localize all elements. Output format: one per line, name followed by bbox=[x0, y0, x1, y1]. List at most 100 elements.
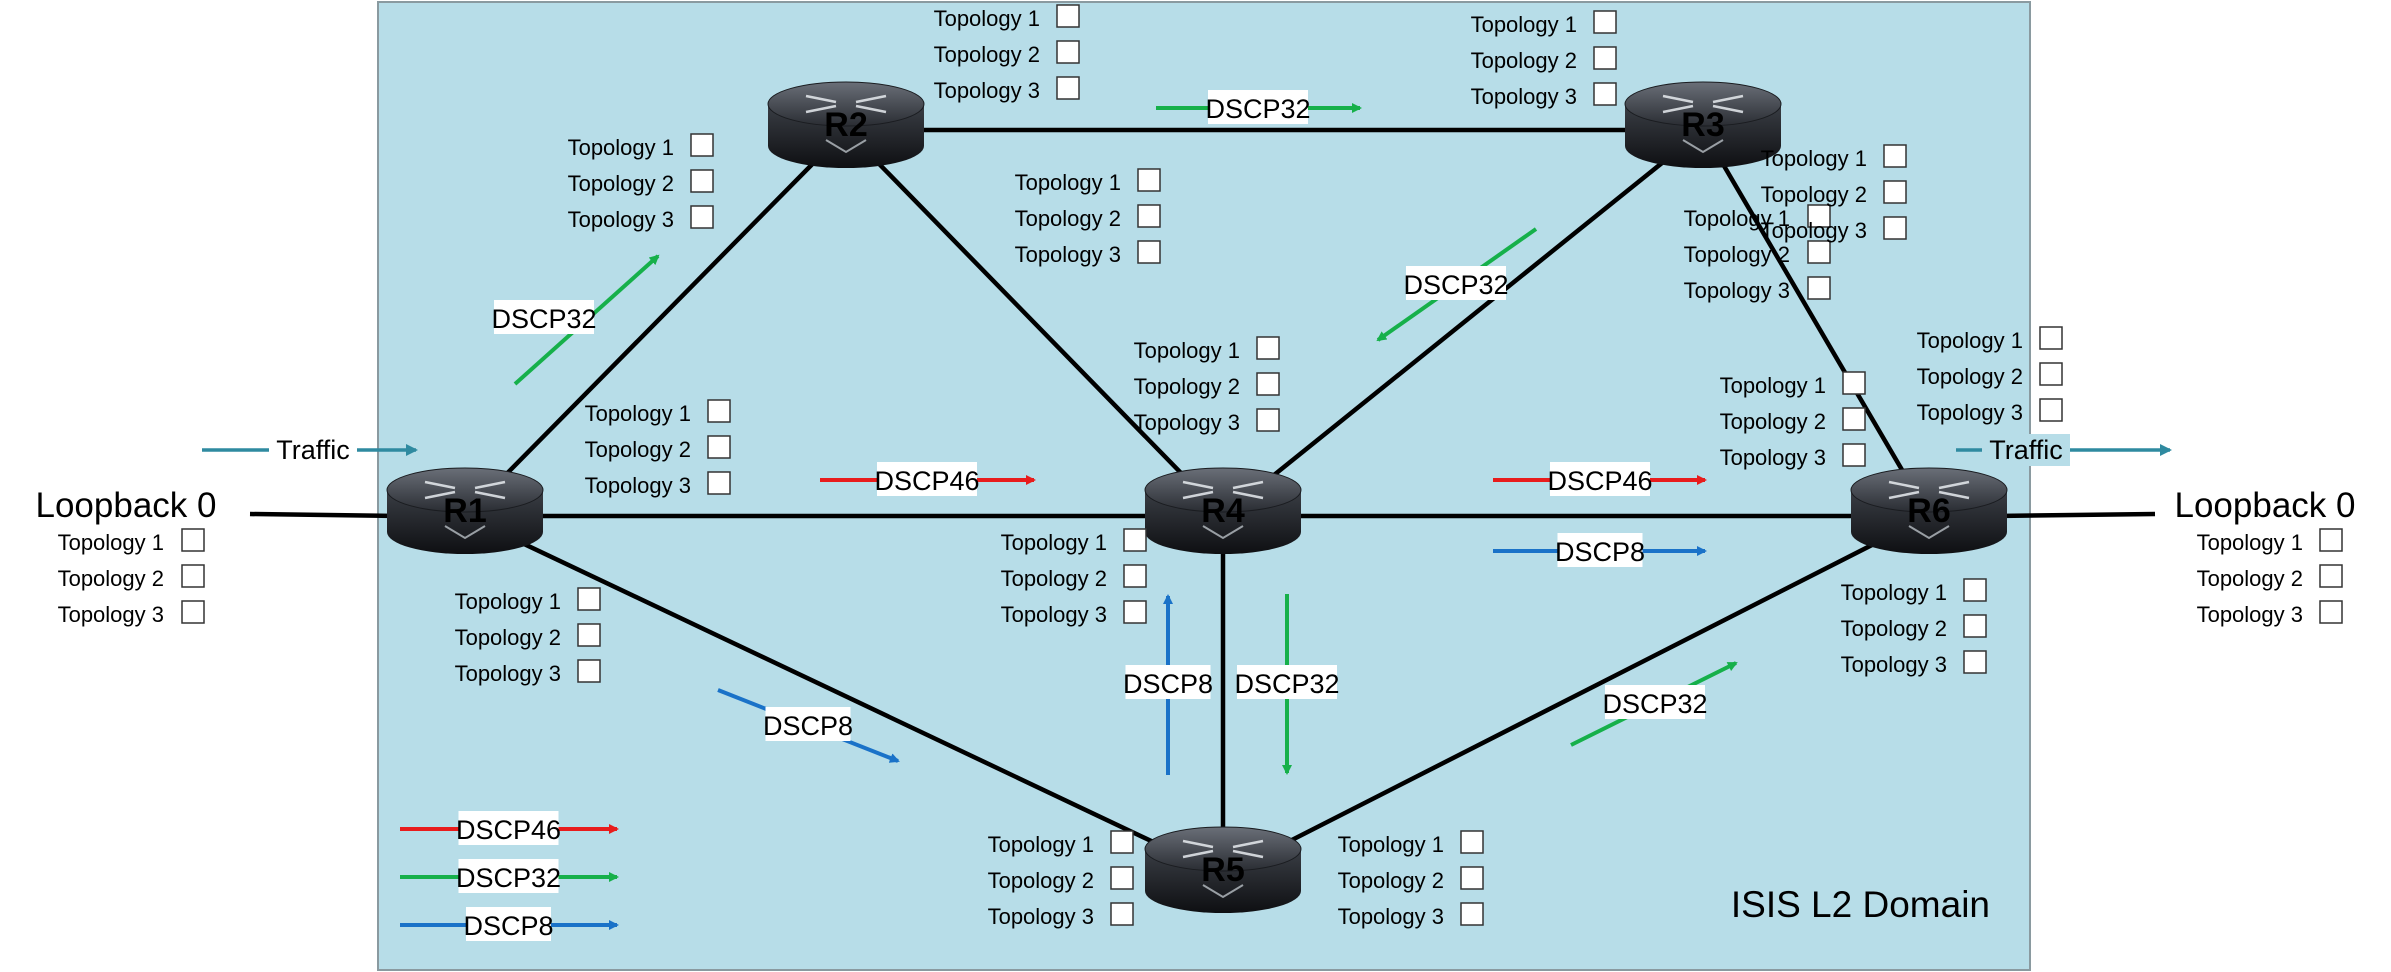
flow-label-bg bbox=[1550, 462, 1650, 496]
topology-checkbox[interactable] bbox=[1807, 240, 1831, 264]
legend-label-dscp8: DSCP8 bbox=[463, 911, 553, 941]
topology-checkbox[interactable] bbox=[1110, 866, 1134, 890]
topology-checkbox[interactable] bbox=[2319, 600, 2343, 624]
topology-checkbox[interactable] bbox=[181, 564, 205, 588]
topology-checkbox[interactable] bbox=[690, 169, 714, 193]
topology-checkbox[interactable] bbox=[1842, 371, 1866, 395]
topology-checkbox[interactable] bbox=[1593, 46, 1617, 70]
flow-label-dscp46: DSCP46 bbox=[1547, 466, 1652, 496]
topology-checkbox[interactable] bbox=[1137, 168, 1161, 192]
router-r5[interactable]: R5 bbox=[1144, 826, 1302, 913]
router-arrows-icon bbox=[1182, 480, 1264, 500]
topology-checkbox[interactable] bbox=[1842, 407, 1866, 431]
topology-checkbox[interactable] bbox=[1593, 10, 1617, 34]
topology-checkbox[interactable] bbox=[1137, 204, 1161, 228]
topology-checkbox[interactable] bbox=[181, 600, 205, 624]
traffic-label-bg bbox=[1982, 434, 2070, 466]
router-r3[interactable]: R3 bbox=[1624, 81, 1782, 168]
topology-checkbox[interactable] bbox=[1963, 578, 1987, 602]
topology-checkbox[interactable] bbox=[1883, 144, 1907, 168]
topology-checkbox[interactable] bbox=[2319, 528, 2343, 552]
flow-label-bg bbox=[1208, 90, 1308, 124]
flow-label-bg bbox=[1406, 266, 1506, 300]
topology-checkbox[interactable] bbox=[577, 623, 601, 647]
topology-checkbox[interactable] bbox=[1883, 216, 1907, 240]
topology-checkbox[interactable] bbox=[1056, 76, 1080, 100]
topology-checkbox[interactable] bbox=[1593, 82, 1617, 106]
topology-checkbox[interactable] bbox=[1460, 902, 1484, 926]
topology-label: Topology 3 bbox=[1917, 400, 2023, 425]
topology-checkbox[interactable] bbox=[577, 659, 601, 683]
topology-checkbox[interactable] bbox=[577, 587, 601, 611]
router-r4[interactable]: R4 bbox=[1144, 467, 1302, 554]
topology-label: Topology 1 bbox=[1917, 328, 2023, 353]
topology-checkbox[interactable] bbox=[690, 133, 714, 157]
topology-checkbox[interactable] bbox=[707, 471, 731, 495]
topology-label: Topology 3 bbox=[2197, 602, 2303, 627]
topology-label: Topology 3 bbox=[1841, 652, 1947, 677]
topology-checkbox[interactable] bbox=[1460, 866, 1484, 890]
topology-checkbox[interactable] bbox=[1123, 528, 1147, 552]
topology-checkbox[interactable] bbox=[1256, 372, 1280, 396]
flow-label-dscp32: DSCP32 bbox=[1205, 94, 1310, 124]
topology-checkbox[interactable] bbox=[1110, 902, 1134, 926]
topology-label: Topology 1 bbox=[1841, 580, 1947, 605]
topology-checkbox[interactable] bbox=[1256, 408, 1280, 432]
topology-checkbox[interactable] bbox=[1883, 180, 1907, 204]
topology-checkbox[interactable] bbox=[1963, 650, 1987, 674]
topology-checkbox[interactable] bbox=[1963, 614, 1987, 638]
topology-checkbox[interactable] bbox=[1110, 830, 1134, 854]
topology-checkbox[interactable] bbox=[1807, 204, 1831, 228]
topology-checkbox[interactable] bbox=[1256, 336, 1280, 360]
topology-checkbox[interactable] bbox=[1056, 4, 1080, 28]
flow-label-bg bbox=[1237, 665, 1337, 699]
topology-checkbox[interactable] bbox=[690, 205, 714, 229]
topology-checkbox[interactable] bbox=[707, 435, 731, 459]
link-r1-r5 bbox=[464, 513, 1224, 878]
router-label: R2 bbox=[824, 106, 867, 144]
topology-checkbox[interactable] bbox=[1807, 276, 1831, 300]
flow-label-dscp32: DSCP32 bbox=[1234, 669, 1339, 699]
topology-checkbox[interactable] bbox=[1460, 830, 1484, 854]
topology-label: Topology 2 bbox=[1471, 48, 1577, 73]
topology-checkbox[interactable] bbox=[1123, 564, 1147, 588]
topology-checkbox[interactable] bbox=[2039, 326, 2063, 350]
topology-checkbox[interactable] bbox=[2319, 564, 2343, 588]
flow-label-bg bbox=[877, 462, 977, 496]
topology-checkbox[interactable] bbox=[1842, 443, 1866, 467]
flow-label-bg bbox=[1605, 685, 1705, 719]
topology-label: Topology 3 bbox=[1471, 84, 1577, 109]
topology-checkbox[interactable] bbox=[181, 528, 205, 552]
topology-label: Topology 2 bbox=[1720, 409, 1826, 434]
router-r2[interactable]: R2 bbox=[767, 81, 925, 168]
traffic-label: Traffic bbox=[276, 435, 350, 465]
flow-label-dscp8: DSCP8 bbox=[763, 711, 853, 741]
topology-checkbox[interactable] bbox=[2039, 398, 2063, 422]
topology-label: Topology 1 bbox=[58, 530, 164, 555]
router-arrows-icon bbox=[1888, 480, 1970, 500]
router-r6[interactable]: R6 bbox=[1850, 467, 2008, 554]
legend-label-bg bbox=[458, 811, 559, 845]
router-r1[interactable]: R1 bbox=[386, 467, 544, 554]
topology-label: Topology 2 bbox=[1015, 206, 1121, 231]
topology-checkbox[interactable] bbox=[2039, 362, 2063, 386]
topology-checkbox[interactable] bbox=[1137, 240, 1161, 264]
topology-label: Topology 2 bbox=[988, 868, 1094, 893]
links-layer bbox=[249, 127, 2156, 878]
topology-label: Topology 1 bbox=[2197, 530, 2303, 555]
topology-checkbox[interactable] bbox=[1123, 600, 1147, 624]
topology-checkbox[interactable] bbox=[1056, 40, 1080, 64]
flow-label-dscp8: DSCP8 bbox=[1123, 669, 1213, 699]
topology-checkbox[interactable] bbox=[707, 399, 731, 423]
